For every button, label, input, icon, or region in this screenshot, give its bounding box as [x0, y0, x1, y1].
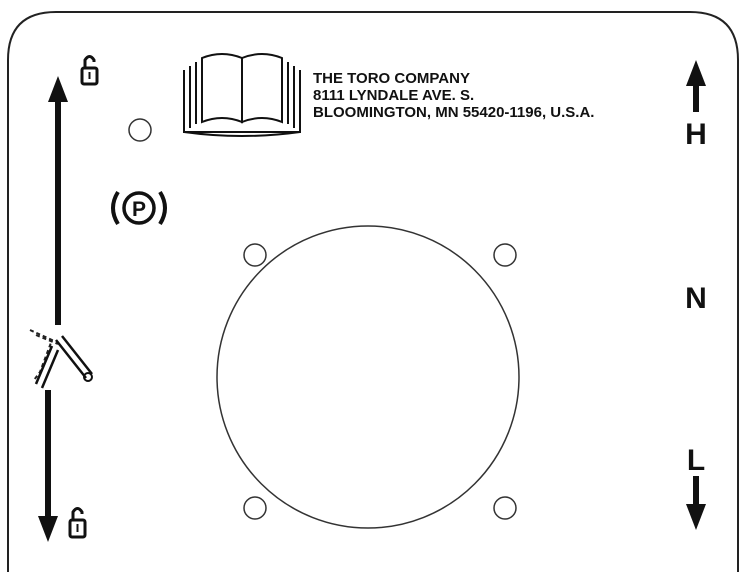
mounting-hole	[243, 243, 267, 267]
company-name: THE TORO COMPANY	[313, 70, 470, 87]
gear-neutral-label: N	[685, 282, 707, 315]
manufacturer-address: THE TORO COMPANY 8111 LYNDALE AVE. S. BL…	[313, 70, 594, 121]
street-address: 8111 LYNDALE AVE. S.	[313, 87, 475, 104]
gear-low-indicator: L	[686, 444, 706, 530]
mounting-hole	[243, 496, 267, 520]
mounting-hole	[493, 243, 517, 267]
parking-brake-letter: P	[132, 198, 146, 221]
decal-outline	[7, 11, 739, 572]
gear-high-indicator: H	[685, 60, 707, 151]
central-cutout	[216, 225, 520, 529]
gear-low-label: L	[687, 444, 705, 477]
parking-brake-icon: P	[111, 190, 167, 226]
brake-lever-icon	[29, 329, 93, 389]
unlock-padlock-icon	[80, 55, 99, 86]
unlock-padlock-icon	[68, 507, 87, 539]
city-state-zip: BLOOMINGTON, MN 55420-1196, U.S.A.	[313, 104, 595, 121]
mounting-hole-small	[128, 118, 152, 142]
mounting-hole	[493, 496, 517, 520]
up-arrow-icon	[48, 76, 68, 325]
operator-manual-icon	[183, 53, 301, 137]
down-arrow-icon	[38, 390, 58, 542]
gear-high-label: H	[685, 118, 707, 151]
